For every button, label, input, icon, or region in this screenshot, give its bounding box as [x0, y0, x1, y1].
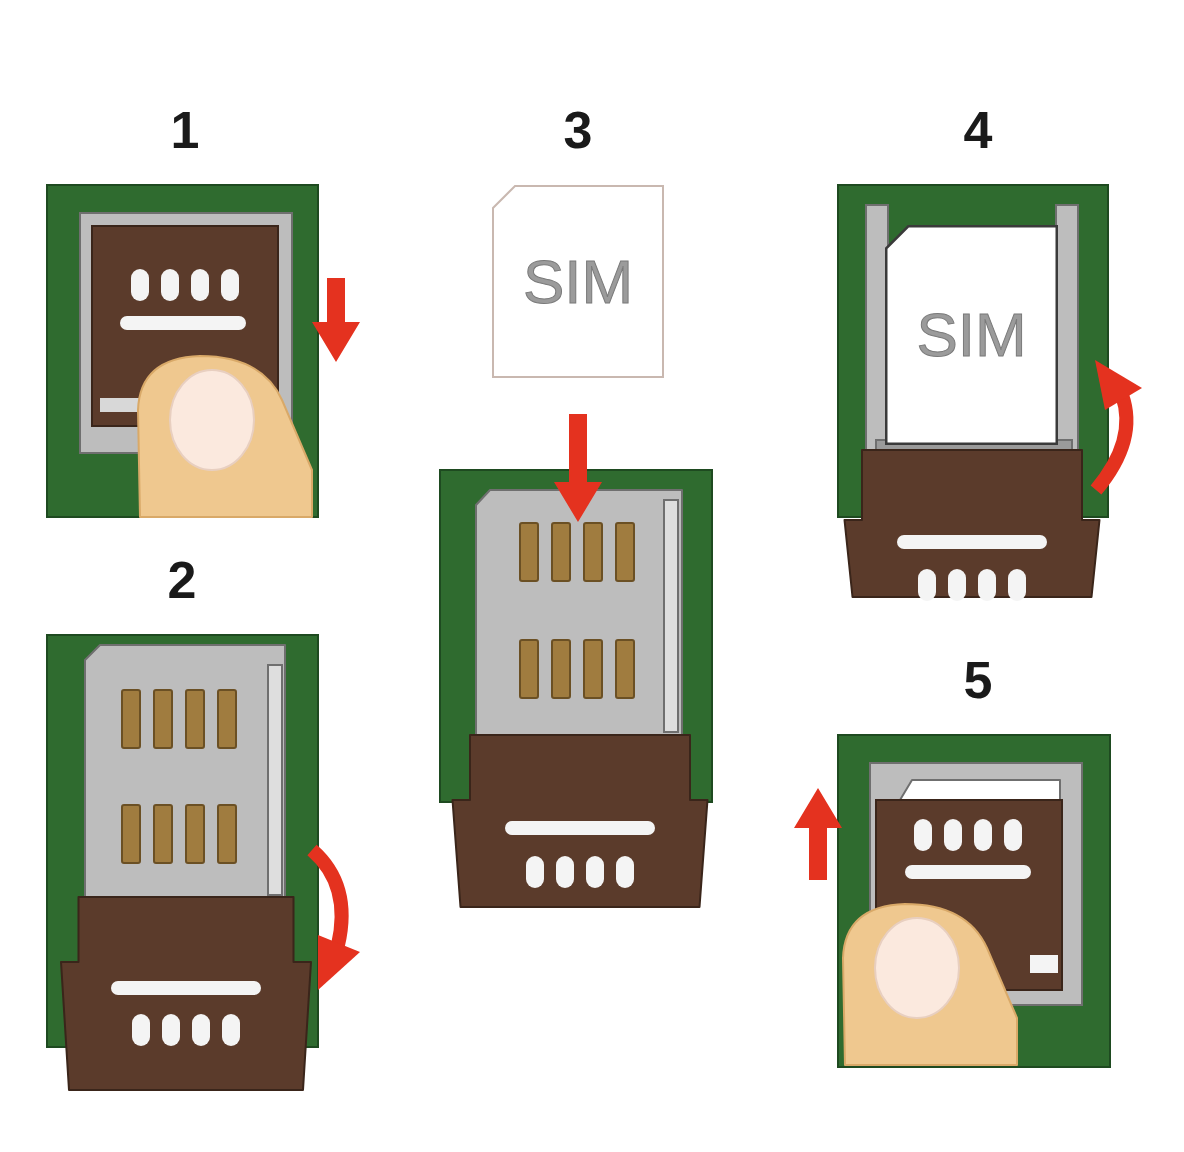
sim-card-shape [493, 186, 663, 377]
fingernail [170, 370, 254, 470]
contact-pin [154, 690, 172, 748]
slot [111, 981, 261, 995]
sim-label: SIM [916, 304, 1026, 366]
slot [905, 865, 1031, 879]
hole [974, 819, 992, 851]
hole [132, 1014, 150, 1046]
hole [526, 856, 544, 888]
hole [918, 569, 936, 601]
finger [138, 356, 312, 517]
sim-tray-cover [845, 450, 1100, 597]
hole [1008, 569, 1026, 601]
slot [120, 316, 246, 330]
contact-pin [122, 690, 140, 748]
hole [161, 269, 179, 301]
contact-pin [584, 523, 602, 581]
step-number: 5 [964, 654, 993, 706]
contact-pin [122, 805, 140, 863]
red-arrow [312, 278, 360, 362]
step-number: 1 [171, 104, 200, 156]
contact-pin [520, 640, 538, 698]
sim-tray-cover [453, 735, 708, 907]
hole [978, 569, 996, 601]
hole [948, 569, 966, 601]
curved-arrow [312, 850, 342, 945]
holder-rail [866, 205, 888, 450]
holder-rail [1056, 205, 1078, 450]
latch [100, 398, 140, 412]
contact-pin [552, 640, 570, 698]
latch [1030, 955, 1058, 973]
contact-pin [520, 523, 538, 581]
finger [138, 356, 312, 517]
hole [914, 819, 932, 851]
panel-step-1 [47, 185, 360, 517]
red-arrow [554, 414, 602, 522]
hole [191, 269, 209, 301]
contact-pin [186, 805, 204, 863]
slot [505, 821, 655, 835]
step-number: 3 [564, 104, 593, 156]
contact-pin [218, 690, 236, 748]
circuit-board [47, 185, 318, 517]
curved-arrow [1096, 395, 1126, 490]
sim-card-edge [900, 780, 1060, 800]
circuit-board [838, 735, 1110, 1067]
arrow-head [318, 935, 360, 990]
hole [1004, 819, 1022, 851]
panel-step-2 [47, 635, 360, 1090]
hole [222, 1014, 240, 1046]
contact-pin [186, 690, 204, 748]
step-number: 2 [168, 554, 197, 606]
holder-frame [85, 645, 285, 905]
sim-tray-cover [61, 897, 311, 1090]
hole [221, 269, 239, 301]
hole [162, 1014, 180, 1046]
holder-rail [664, 500, 678, 732]
hole [192, 1014, 210, 1046]
hole [616, 856, 634, 888]
panel-step-5 [794, 735, 1110, 1067]
finger [843, 904, 1017, 1065]
hole [586, 856, 604, 888]
red-arrow [794, 788, 842, 880]
sim-label: SIM [523, 251, 633, 313]
contact-pin [552, 523, 570, 581]
sim-card: SIM [885, 225, 1058, 445]
hole [131, 269, 149, 301]
holder-frame [476, 490, 682, 740]
panel-step-3 [440, 414, 712, 907]
step-number: 4 [964, 104, 993, 156]
contact-pin [616, 523, 634, 581]
hole [944, 819, 962, 851]
contact-pin [218, 805, 236, 863]
contact-pin [616, 640, 634, 698]
sim-card-shape [886, 226, 1057, 444]
hole [556, 856, 574, 888]
holder-rail [268, 665, 282, 895]
arrow-head [1095, 360, 1142, 410]
fingernail [875, 918, 959, 1018]
sim-card: SIM [492, 185, 664, 378]
contact-pin [154, 805, 172, 863]
contact-pin [584, 640, 602, 698]
slot [897, 535, 1047, 549]
panel-step-4 [838, 185, 1142, 601]
finger [843, 904, 1017, 1065]
